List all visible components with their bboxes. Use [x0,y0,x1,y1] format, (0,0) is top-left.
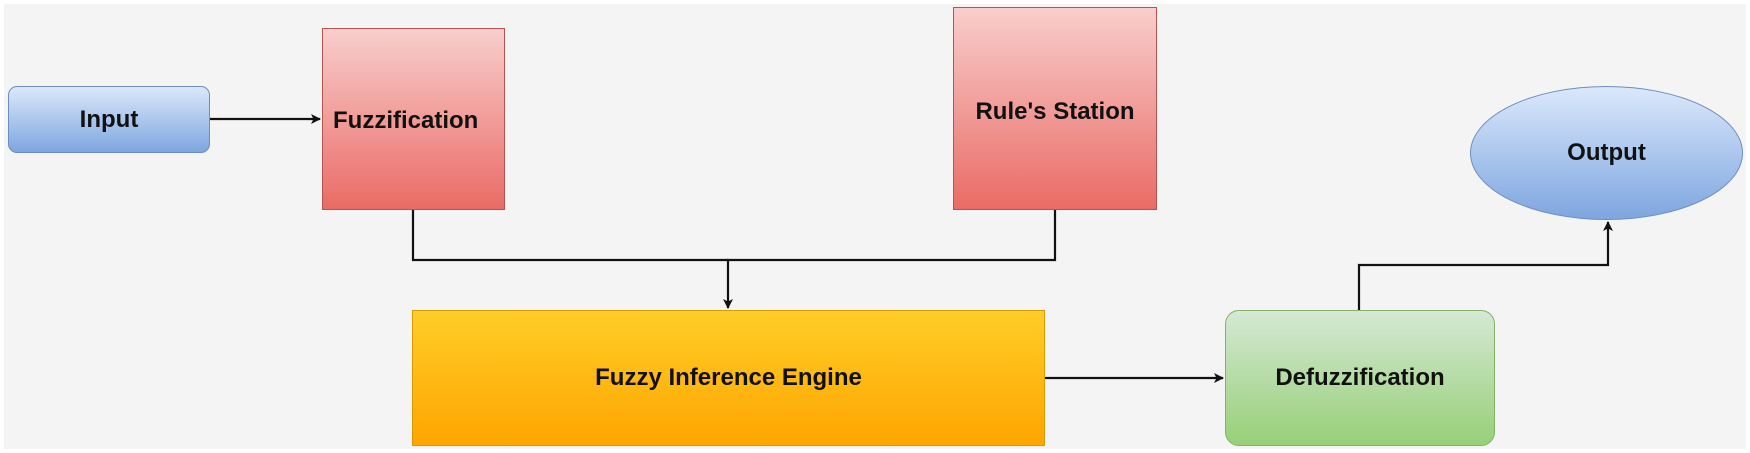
edge-rules-to-engine [723,210,1057,309]
rules-station-node: Rule's Station [953,7,1157,210]
fuzzification-node: Fuzzification [322,28,505,210]
edge-defuzzification-to-output [1357,221,1613,310]
output-node-label: Output [1567,139,1646,166]
fuzzy-inference-engine-node: Fuzzy Inference Engine [412,310,1045,446]
rules-station-node-label: Rule's Station [975,98,1135,125]
fuzzy-inference-engine-node-label: Fuzzy Inference Engine [595,364,862,391]
defuzzification-node: Defuzzification [1225,310,1495,446]
input-node: Input [8,86,210,153]
edge-fuzzification-to-engine [411,210,728,262]
output-node: Output [1470,86,1743,220]
fuzzification-node-label: Fuzzification [333,107,479,134]
input-node-label: Input [79,105,139,133]
defuzzification-node-label: Defuzzification [1275,364,1445,391]
